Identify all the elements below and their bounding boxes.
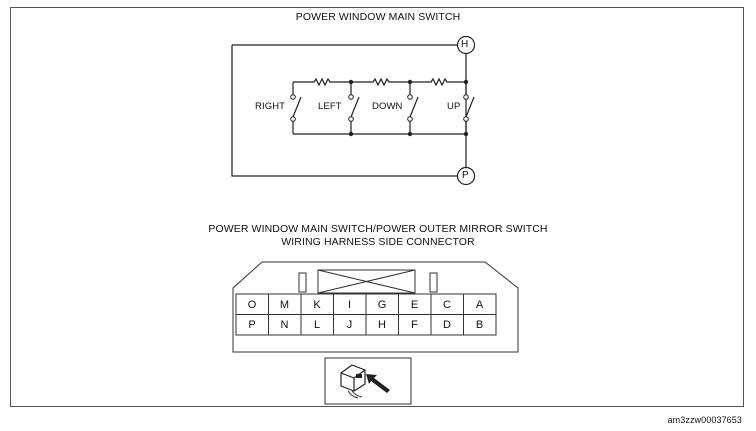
switch-right-label: RIGHT [255,101,286,112]
pin-label: J [346,319,353,331]
connector-title: POWER WINDOW MAIN SWITCH/POWER OUTER MIR… [0,223,756,249]
switch-down-label: DOWN [372,101,403,112]
pin-label: N [280,319,289,331]
terminal-h-circle [456,35,476,55]
switch-up-blade [465,96,475,118]
pin-label: G [377,298,387,311]
switch-down-blade [409,96,419,118]
diagram-frame [10,7,744,407]
connector-key-right [429,272,438,293]
pin-label: L [313,319,321,331]
pin-label: B [475,319,484,331]
pin-label: H [378,319,386,331]
schematic-outer-box [231,44,466,177]
connector-latch-cross [317,269,416,294]
terminal-p-circle [456,166,476,186]
pin-label: E [410,298,419,311]
switch-diagram-title: POWER WINDOW MAIN SWITCH [295,11,461,23]
pin-label: K [313,298,321,311]
connector-view-arrow-icon [324,357,412,405]
switch-up-label: UP [447,101,461,112]
switch-left-label: LEFT [318,101,342,112]
pin-label: P [248,319,256,331]
pin-label: O [247,298,257,311]
connector-latch [317,269,416,294]
pin-label: A [475,298,484,311]
connector-key-left [298,272,307,293]
image-id-label: am3zzw00037653 [667,415,742,425]
pin-label: M [279,298,290,311]
connector-title-line1: POWER WINDOW MAIN SWITCH/POWER OUTER MIR… [208,223,548,235]
switch-right-blade [292,96,302,118]
pin-label: F [411,319,418,331]
pin-label: D [443,319,451,331]
terminal-h-label: H [461,39,469,50]
pin-label: C [443,298,451,311]
pin-label: I [347,298,352,311]
connector-housing [232,261,519,353]
resistor-ladder [293,77,466,87]
connector-title-line2: WIRING HARNESS SIDE CONNECTOR [281,236,475,248]
terminal-p-label: P [462,170,469,181]
switch-left-blade [350,96,360,118]
